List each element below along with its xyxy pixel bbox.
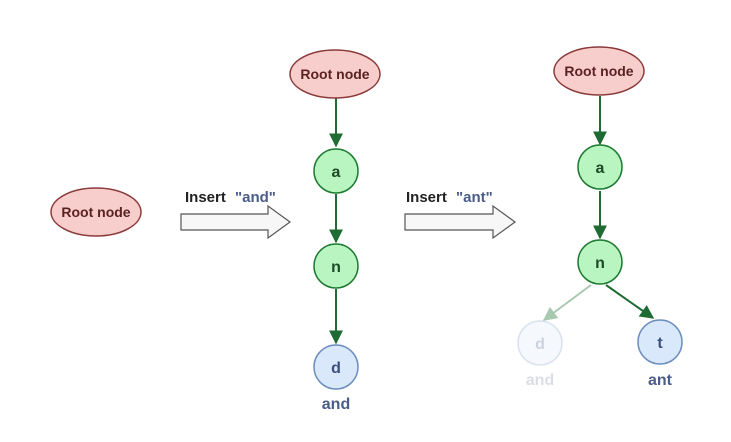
stage3-edge-n-d-faded — [542, 284, 592, 321]
stage2-node-a-label: a — [332, 164, 341, 181]
stage3-root-node: Root node — [553, 46, 645, 96]
stage2-node-n-label: n — [331, 259, 341, 276]
stage3-node-a: a — [577, 144, 623, 190]
stage3-node-t-label: t — [657, 335, 663, 352]
step2-label: Insert "ant" — [406, 189, 493, 206]
stage3-node-n: n — [577, 239, 623, 285]
step2-arrow-shape — [404, 204, 517, 240]
stage1-root-label: Root node — [61, 204, 130, 220]
stage3-node-d-label: d — [535, 336, 545, 353]
step1-label-word: "and" — [235, 189, 276, 206]
stage1-root-node: Root node — [50, 187, 142, 237]
step1-label-prefix: Insert — [185, 189, 226, 206]
stage3-node-t: t — [637, 319, 683, 365]
stage3-node-d-faded: d — [517, 320, 563, 366]
stage3-word-and-faded: and — [526, 372, 554, 389]
stage3-node-n-label: n — [595, 255, 605, 272]
stage2-node-n: n — [313, 243, 359, 289]
stage2-word-and: and — [322, 396, 350, 413]
step1-label: Insert "and" — [185, 189, 276, 206]
stage2-root-node: Root node — [289, 49, 381, 99]
stage3-node-a-label: a — [596, 160, 605, 177]
stage2-node-d: d — [313, 344, 359, 390]
stage2-node-a: a — [313, 148, 359, 194]
step1-arrow-shape — [180, 204, 292, 240]
step2-label-word: "ant" — [456, 189, 493, 206]
stage3-word-ant: ant — [648, 372, 673, 389]
step1-insert-arrow: Insert "and" — [180, 189, 292, 240]
stage2-root-label: Root node — [300, 66, 369, 82]
stage3-edge-n-t — [605, 284, 655, 319]
stage3-tree: Root node a n d t and ant — [517, 46, 683, 389]
step2-insert-arrow: Insert "ant" — [404, 189, 517, 240]
step2-label-prefix: Insert — [406, 189, 447, 206]
stage2-node-d-label: d — [331, 360, 341, 377]
stage2-tree: Root node a n d and — [289, 49, 381, 413]
stage3-root-label: Root node — [564, 63, 633, 79]
